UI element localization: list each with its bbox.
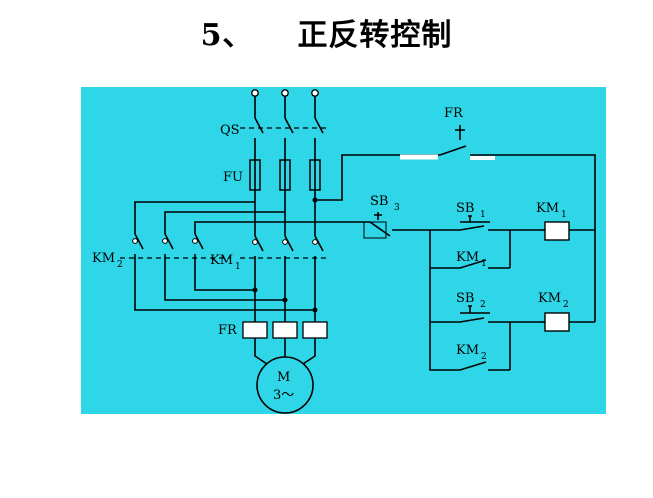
- power-circuit: QS FU KM 2 KM 1 FR M 3～: [92, 89, 330, 414]
- label-km2-aux-sub: 2: [481, 352, 487, 362]
- label-km2-aux: KM: [456, 343, 479, 358]
- terminal-l1: [251, 89, 259, 97]
- label-km1-power-sub: 1: [235, 262, 241, 272]
- fr-heater-l2: [272, 321, 298, 339]
- label-km2-power: KM: [92, 251, 115, 266]
- control-circuit: FR SB 3 SB 1 KM 1 SB 2 KM 2 KM 1 KM 2: [315, 106, 596, 371]
- label-fr-power: FR: [218, 323, 238, 338]
- label-km1-aux-sub: 1: [481, 259, 487, 269]
- km1-coil: [544, 221, 570, 241]
- motor-symbol: [256, 356, 314, 414]
- section-title: 正反转控制: [297, 18, 453, 53]
- label-fu: FU: [223, 170, 243, 185]
- label-km2-coil-sub: 2: [563, 300, 569, 310]
- label-km2-coil: KM: [538, 291, 561, 306]
- fr-heater-l1: [242, 321, 268, 339]
- km2-coil: [544, 312, 570, 332]
- label-km1-power: KM: [210, 253, 233, 268]
- label-sb3: SB: [370, 194, 388, 209]
- label-km1-aux: KM: [456, 250, 479, 265]
- label-km1-coil: KM: [536, 201, 559, 216]
- label-sb1: SB: [456, 201, 474, 216]
- section-number: 5、: [200, 18, 254, 53]
- label-km1-coil-sub: 1: [561, 210, 567, 220]
- label-sb2: SB: [456, 291, 474, 306]
- label-motor-phase: 3～: [273, 388, 294, 403]
- fr-heater-l3: [302, 321, 328, 339]
- terminal-l2: [281, 89, 289, 97]
- label-km2-power-sub: 2: [117, 260, 123, 270]
- terminal-l3: [311, 89, 319, 97]
- page-title: 5、 正反转控制: [0, 10, 653, 54]
- label-fr-control: FR: [444, 106, 464, 121]
- label-sb1-sub: 1: [480, 210, 486, 220]
- diagram-background: [81, 87, 606, 414]
- label-qs: QS: [220, 123, 240, 138]
- label-motor-name: M: [277, 370, 290, 385]
- label-sb2-sub: 2: [480, 300, 486, 310]
- label-sb3-sub: 3: [394, 203, 400, 213]
